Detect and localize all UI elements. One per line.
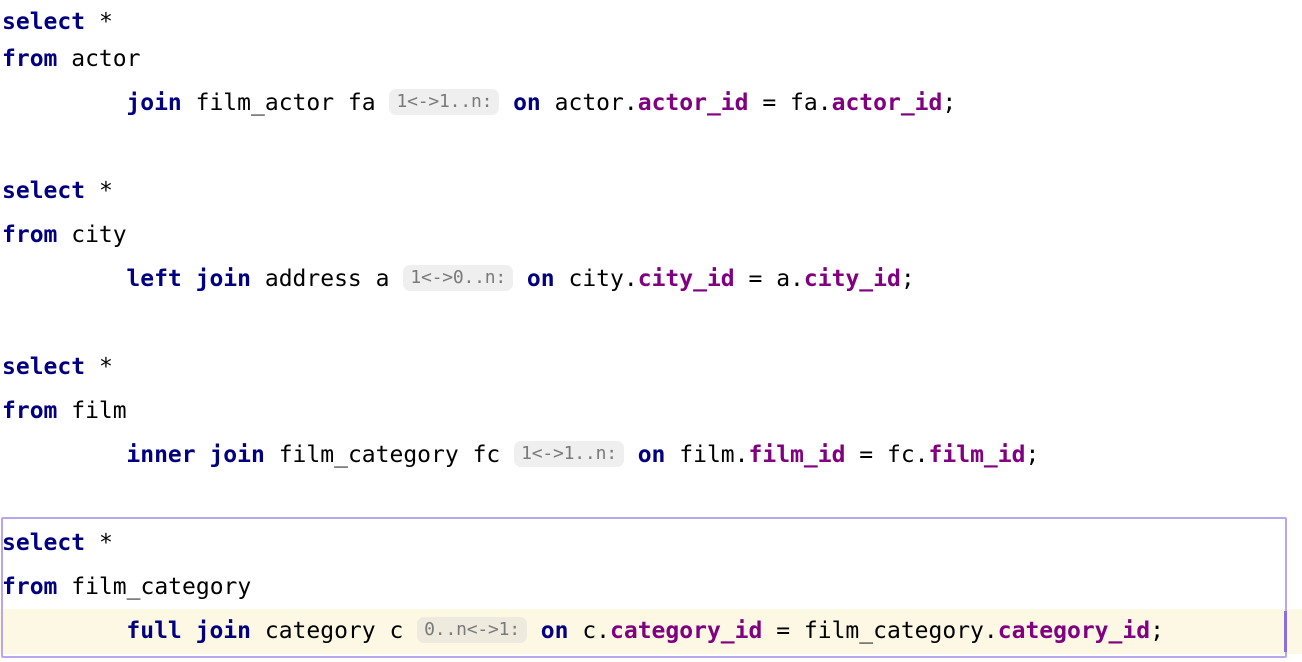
sql-keyword: from bbox=[2, 46, 58, 72]
sql-keyword: from bbox=[2, 398, 58, 424]
code-line-text: select * bbox=[0, 354, 113, 380]
sql-punctuation: ; bbox=[1150, 618, 1164, 644]
inline-cardinality-hint[interactable]: 1<->0..n: bbox=[403, 265, 514, 291]
sql-identifier bbox=[499, 90, 513, 116]
sql-column-name: actor_id bbox=[831, 90, 943, 116]
sql-keyword: inner join bbox=[126, 442, 265, 468]
sql-keyword: full join bbox=[126, 618, 251, 644]
sql-column-name: category_id bbox=[610, 618, 763, 644]
sql-identifier: actor. bbox=[540, 90, 638, 116]
sql-keyword: on bbox=[513, 90, 541, 116]
code-line[interactable]: select * bbox=[0, 521, 1302, 565]
code-line-text: from city bbox=[0, 222, 127, 248]
code-line[interactable]: left join address a 1<->0..n: on city.ci… bbox=[0, 257, 1302, 301]
sql-keyword: on bbox=[637, 442, 666, 468]
inline-cardinality-hint[interactable]: 0..n<->1: bbox=[417, 617, 527, 643]
code-line[interactable]: select * bbox=[0, 345, 1302, 389]
sql-keyword: select bbox=[2, 9, 86, 35]
sql-identifier: * bbox=[85, 178, 113, 204]
sql-identifier: film_category fc bbox=[264, 442, 515, 468]
sql-keyword: select bbox=[2, 354, 86, 380]
sql-identifier bbox=[513, 266, 527, 292]
active-statement-outline bbox=[1, 517, 1287, 658]
inline-cardinality-hint[interactable]: 1<->1..n: bbox=[514, 441, 624, 467]
sql-identifier: * bbox=[85, 9, 113, 35]
sql-identifier: film. bbox=[665, 442, 749, 468]
caret-line-highlight bbox=[0, 609, 1302, 654]
sql-identifier: * bbox=[85, 354, 113, 380]
code-line[interactable]: inner join film_category fc 1<->1..n: on… bbox=[0, 433, 1302, 477]
sql-punctuation: ; bbox=[900, 266, 915, 292]
code-line[interactable]: from city bbox=[0, 213, 1302, 257]
sql-keyword: from bbox=[2, 574, 58, 600]
sql-keyword: left join bbox=[126, 266, 251, 292]
sql-identifier: = a. bbox=[734, 266, 804, 292]
code-line-text: select * bbox=[0, 9, 113, 35]
sql-identifier bbox=[624, 442, 638, 468]
inline-cardinality-hint[interactable]: 1<->1..n: bbox=[389, 89, 500, 115]
code-line[interactable]: from film bbox=[0, 389, 1302, 433]
sql-keyword: from bbox=[2, 222, 58, 248]
code-line[interactable]: full join category c 0..n<->1: on c.cate… bbox=[0, 609, 1302, 653]
sql-identifier: city. bbox=[554, 266, 638, 292]
sql-identifier: = fa. bbox=[748, 90, 832, 116]
sql-keyword: join bbox=[126, 90, 182, 116]
sql-column-name: city_id bbox=[803, 266, 901, 292]
sql-identifier: film_category bbox=[57, 574, 252, 600]
text-caret bbox=[1284, 611, 1287, 652]
sql-identifier: = film_category. bbox=[762, 618, 998, 644]
code-line-text: left join address a 1<->0..n: on city.ci… bbox=[0, 265, 915, 292]
code-line[interactable]: join film_actor fa 1<->1..n: on actor.ac… bbox=[0, 81, 1302, 125]
sql-identifier: c. bbox=[568, 618, 611, 644]
code-line-text: select * bbox=[0, 530, 113, 556]
sql-column-name: film_id bbox=[928, 442, 1026, 468]
sql-identifier: actor bbox=[57, 46, 141, 72]
code-line-text: join film_actor fa 1<->1..n: on actor.ac… bbox=[0, 89, 957, 116]
sql-identifier: = fc. bbox=[845, 442, 929, 468]
code-line-text: select * bbox=[0, 178, 113, 204]
sql-identifier: * bbox=[85, 530, 113, 556]
sql-keyword: select bbox=[2, 178, 86, 204]
sql-column-name: category_id bbox=[997, 618, 1151, 644]
code-line[interactable]: select * bbox=[0, 169, 1302, 213]
code-line-text: from film bbox=[0, 398, 127, 424]
sql-column-name: city_id bbox=[637, 266, 735, 292]
sql-identifier bbox=[527, 618, 541, 644]
code-line[interactable]: select * bbox=[0, 0, 1302, 44]
code-line[interactable]: from actor bbox=[0, 37, 1302, 81]
sql-punctuation: ; bbox=[942, 90, 957, 116]
sql-identifier: film_actor fa bbox=[181, 90, 390, 116]
code-line[interactable]: from film_category bbox=[0, 565, 1302, 609]
sql-keyword: on bbox=[526, 266, 555, 292]
sql-keyword: on bbox=[540, 618, 569, 644]
code-line-text: from film_category bbox=[0, 574, 251, 600]
code-line-text: full join category c 0..n<->1: on c.cate… bbox=[0, 617, 1164, 644]
sql-identifier: category c bbox=[251, 618, 418, 644]
sql-identifier: city bbox=[57, 222, 127, 248]
sql-identifier: address a bbox=[251, 266, 404, 292]
code-line-text: inner join film_category fc 1<->1..n: on… bbox=[0, 441, 1040, 468]
code-line-text: from actor bbox=[0, 46, 140, 72]
sql-column-name: film_id bbox=[748, 442, 846, 468]
sql-keyword: select bbox=[2, 530, 86, 556]
sql-punctuation: ; bbox=[1025, 442, 1040, 468]
sql-identifier: film bbox=[57, 398, 127, 424]
sql-column-name: actor_id bbox=[637, 90, 749, 116]
